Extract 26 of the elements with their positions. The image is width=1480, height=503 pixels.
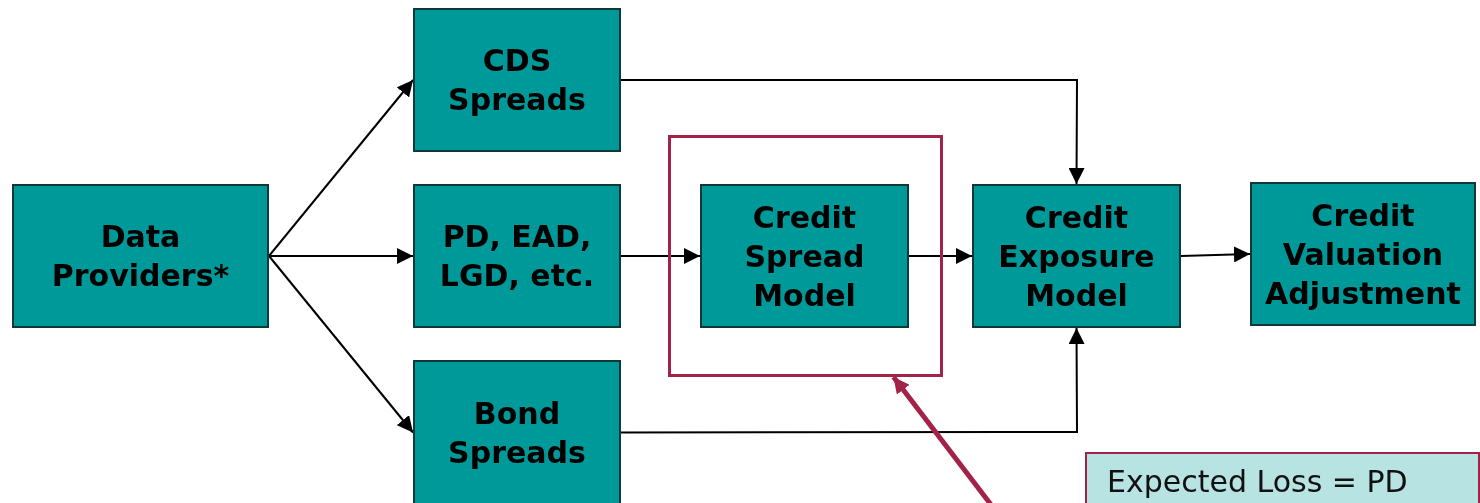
node-label: Bond Spreads bbox=[447, 394, 587, 472]
process-box bbox=[12, 184, 269, 328]
node-label: PD, EAD, LGD, etc. bbox=[438, 218, 596, 295]
arrow bbox=[620, 79, 1085, 185]
process-box bbox=[1250, 182, 1476, 326]
arrow bbox=[268, 248, 414, 264]
node-label: Credit Valuation Adjustment bbox=[1264, 196, 1462, 313]
arrow bbox=[891, 375, 994, 503]
arrow bbox=[620, 248, 701, 264]
process-box bbox=[413, 360, 621, 503]
arrow bbox=[620, 327, 1085, 434]
process-box bbox=[972, 184, 1181, 328]
note-box bbox=[1085, 452, 1480, 503]
node-label: Credit Spread Model bbox=[743, 198, 866, 315]
process-box bbox=[413, 8, 621, 152]
process-box bbox=[700, 184, 909, 328]
arrow bbox=[268, 79, 414, 257]
process-box bbox=[413, 184, 621, 328]
node-label: CDS Spreads bbox=[447, 42, 587, 119]
node-label: Expected Loss = PD bbox=[1107, 464, 1408, 499]
highlight-frame bbox=[668, 135, 943, 377]
arrow bbox=[268, 255, 414, 434]
node-label: Data Providers* bbox=[50, 218, 231, 295]
node-label: Credit Exposure Model bbox=[997, 198, 1156, 315]
arrow bbox=[1180, 246, 1251, 263]
arrow bbox=[908, 248, 973, 264]
